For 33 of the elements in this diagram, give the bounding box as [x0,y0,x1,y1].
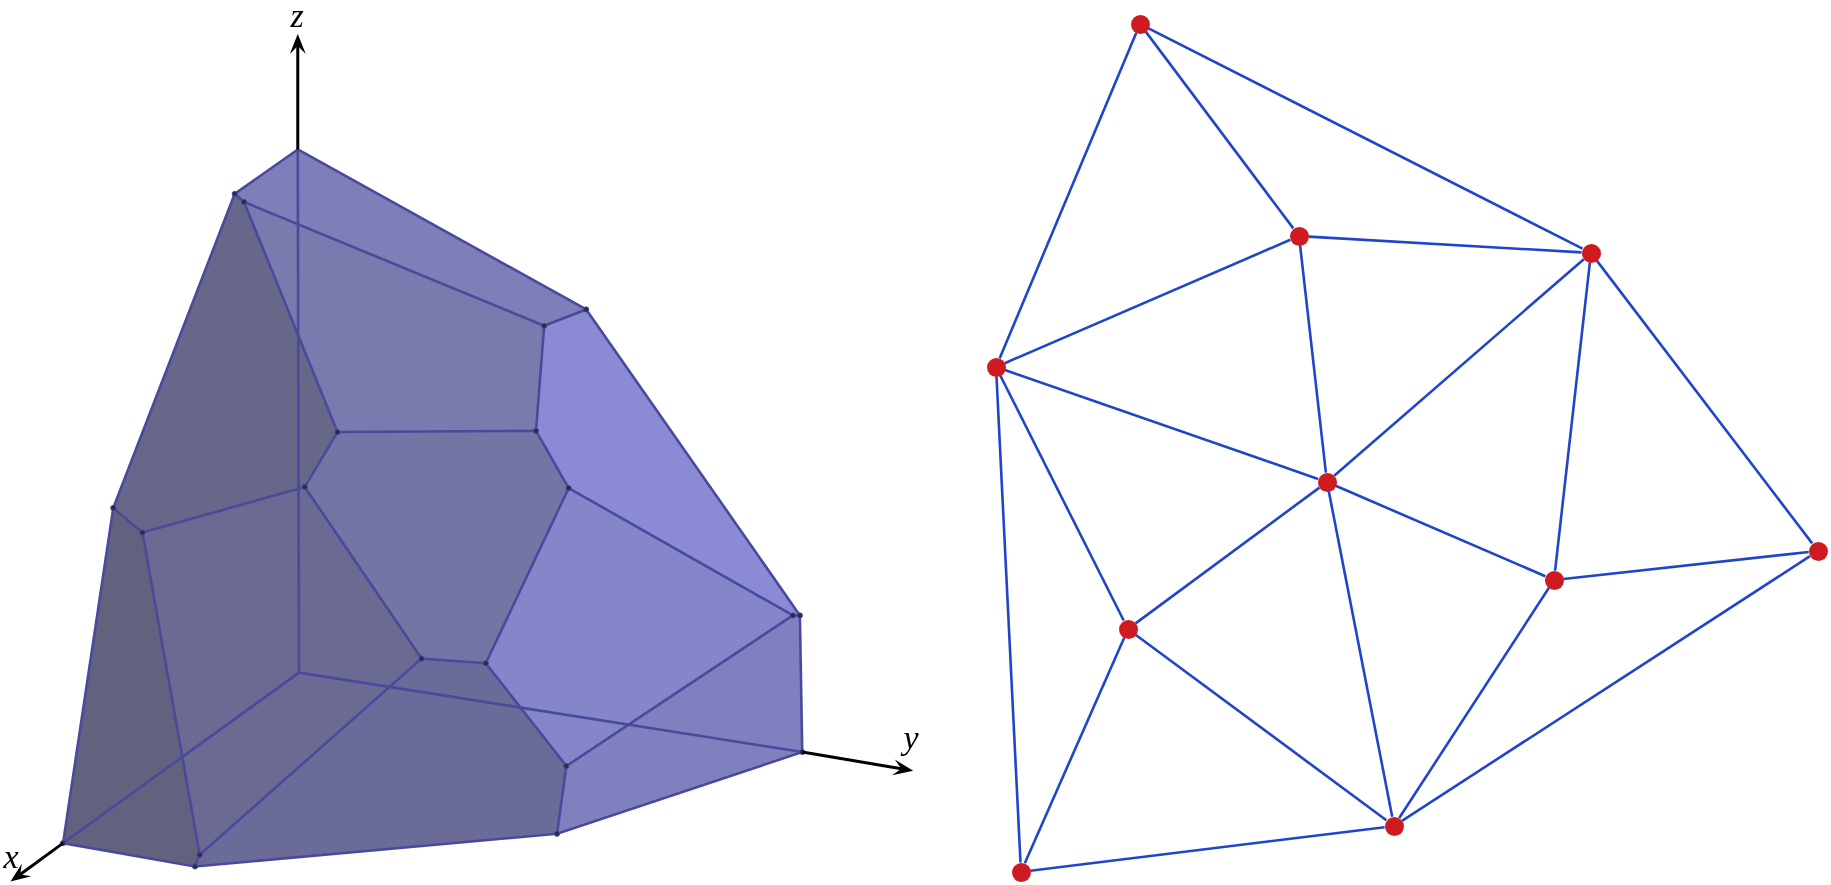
vertex-dot [1130,14,1150,34]
vertex-dot [1118,619,1138,639]
edge-line [1327,491,1394,817]
edge-line [1595,259,1814,545]
vertex-dot [1384,816,1404,836]
edge-line [1030,825,1385,873]
edge-line [1134,486,1321,625]
edge-line [1308,235,1582,254]
vertex-dot [1317,472,1337,492]
edge-line [1401,555,1811,822]
edge-line [1144,30,1295,230]
edge-line [1023,637,1126,864]
edge-line [1335,484,1546,578]
edge-line [1004,238,1291,365]
edge-line [1553,262,1592,571]
vertex-dot [1289,226,1309,246]
edge-line [1147,27,1584,250]
vertex-dot [986,357,1006,377]
edge-line [1134,633,1388,822]
edge-line [1004,368,1319,481]
axis-label: x [3,840,19,874]
edge-line [1333,258,1585,477]
vertex-dot [1581,243,1601,263]
vertex-dot [1808,541,1828,561]
edge-line [995,376,1022,863]
vertex-dot [1544,570,1564,590]
edge-line [999,374,1125,622]
edge-line [1563,550,1809,581]
edge-line [998,32,1138,359]
vertex-dot [1011,862,1031,882]
edge-line [1398,587,1550,819]
edge-line [1298,245,1328,473]
axis-label: z [290,0,304,33]
